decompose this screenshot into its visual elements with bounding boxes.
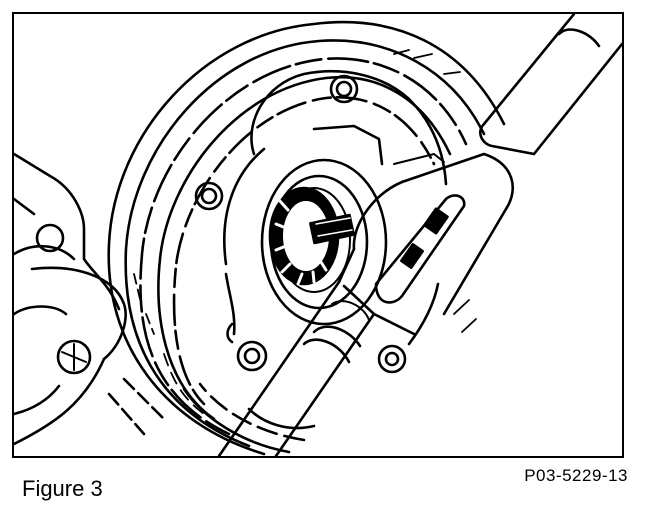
wrench-slot <box>374 194 466 304</box>
figure-caption: Figure 3 <box>22 476 103 501</box>
extension-bar <box>217 280 376 456</box>
shaft-nut <box>268 186 355 286</box>
wrench-head <box>337 152 515 336</box>
bolt-hole-top <box>329 74 359 104</box>
wrench-handle <box>479 14 622 156</box>
bolt-hole-right <box>377 344 407 374</box>
part-number: P03-5229-13 <box>524 466 628 485</box>
tool-hole-2 <box>56 339 92 375</box>
holding-tool <box>14 152 166 446</box>
bolt-hole-bottom <box>236 340 268 372</box>
pulley-rings <box>107 20 506 456</box>
illustration <box>14 14 622 456</box>
bolt-hole-left <box>194 181 224 211</box>
shading <box>133 49 477 415</box>
figure-frame <box>12 12 624 458</box>
tool-hole-1 <box>35 223 65 253</box>
hub-plate <box>194 70 448 430</box>
